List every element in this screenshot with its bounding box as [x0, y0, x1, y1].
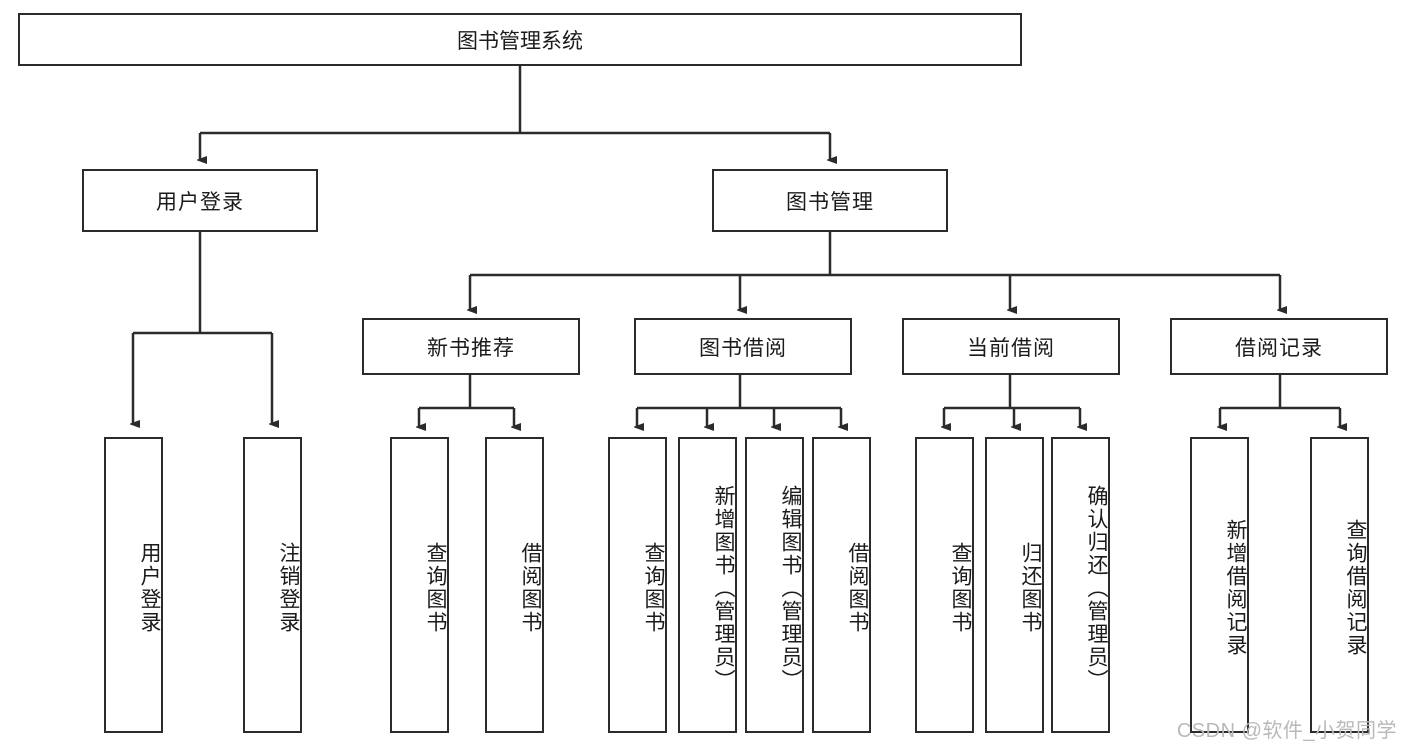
leaf-edit-book-admin[interactable]: 编辑图书（管理员） — [745, 437, 804, 733]
leaf-query-book-recommend[interactable]: 查询图书 — [390, 437, 449, 733]
node-book-management[interactable]: 图书管理 — [712, 169, 948, 232]
leaf-confirm-return-admin[interactable]: 确认归还（管理员） — [1051, 437, 1110, 733]
node-borrow-record[interactable]: 借阅记录 — [1170, 318, 1388, 375]
leaf-borrow-book-recommend[interactable]: 借阅图书 — [485, 437, 544, 733]
leaf-borrow-book[interactable]: 借阅图书 — [812, 437, 871, 733]
leaf-return-book[interactable]: 归还图书 — [985, 437, 1044, 733]
node-new-book-recommend[interactable]: 新书推荐 — [362, 318, 580, 375]
node-current-borrow[interactable]: 当前借阅 — [902, 318, 1120, 375]
leaf-add-book-admin[interactable]: 新增图书（管理员） — [678, 437, 737, 733]
node-root[interactable]: 图书管理系统 — [18, 13, 1022, 66]
leaf-query-book-current[interactable]: 查询图书 — [915, 437, 974, 733]
node-book-borrow[interactable]: 图书借阅 — [634, 318, 852, 375]
leaf-query-book-borrow[interactable]: 查询图书 — [608, 437, 667, 733]
watermark: CSDN @软件_小贺同学 — [1176, 720, 1397, 742]
leaf-user-login[interactable]: 用户登录 — [104, 437, 163, 733]
leaf-logout[interactable]: 注销登录 — [243, 437, 302, 733]
leaf-add-borrow-record[interactable]: 新增借阅记录 — [1190, 437, 1249, 733]
leaf-query-borrow-record[interactable]: 查询借阅记录 — [1310, 437, 1369, 733]
node-user-login[interactable]: 用户登录 — [82, 169, 318, 232]
